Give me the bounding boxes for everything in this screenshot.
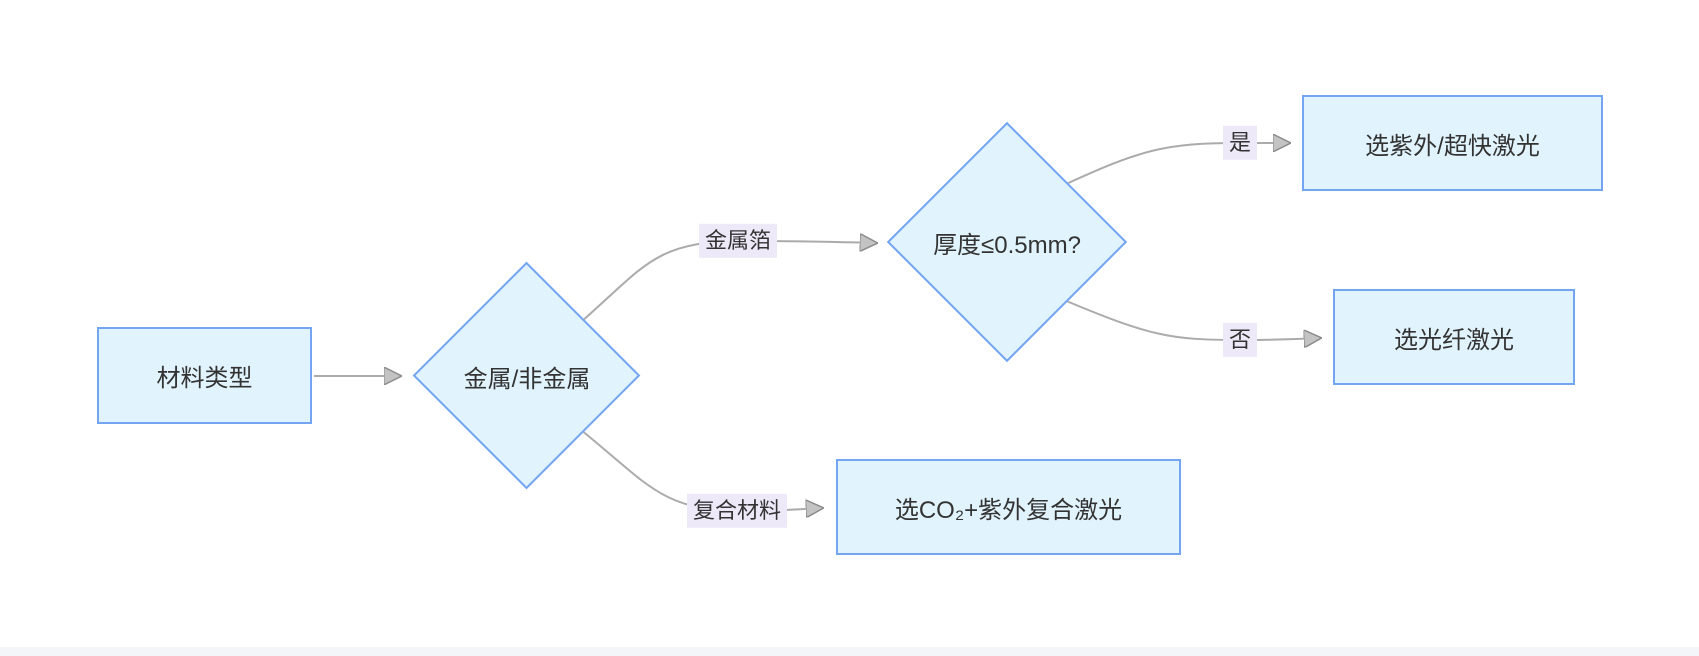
node-uv-ultrafast-label: 选紫外/超快激光 (1365, 132, 1540, 160)
node-fiber-laser-label: 选光纤激光 (1394, 326, 1514, 354)
edge-thickness-yes (1063, 143, 1289, 186)
edge-thickness-no (1063, 299, 1320, 340)
node-material-type-label: 材料类型 (156, 365, 253, 392)
bottom-panel-edge (0, 647, 1699, 656)
node-material-type: 材料类型 (97, 327, 312, 424)
edge-label-metal-foil: 金属箔 (698, 223, 778, 259)
node-fiber-laser: 选光纤激光 (1333, 289, 1575, 385)
edge-label-composite: 复合材料 (686, 493, 788, 529)
node-co2-uv-composite-label: 选CO₂+紫外复合激光 (894, 496, 1123, 524)
edge-label-yes: 是 (1222, 125, 1258, 161)
node-uv-ultrafast: 选紫外/超快激光 (1302, 95, 1603, 191)
node-co2-uv-composite: 选CO₂+紫外复合激光 (836, 459, 1181, 555)
edge-label-no: 否 (1222, 322, 1258, 358)
